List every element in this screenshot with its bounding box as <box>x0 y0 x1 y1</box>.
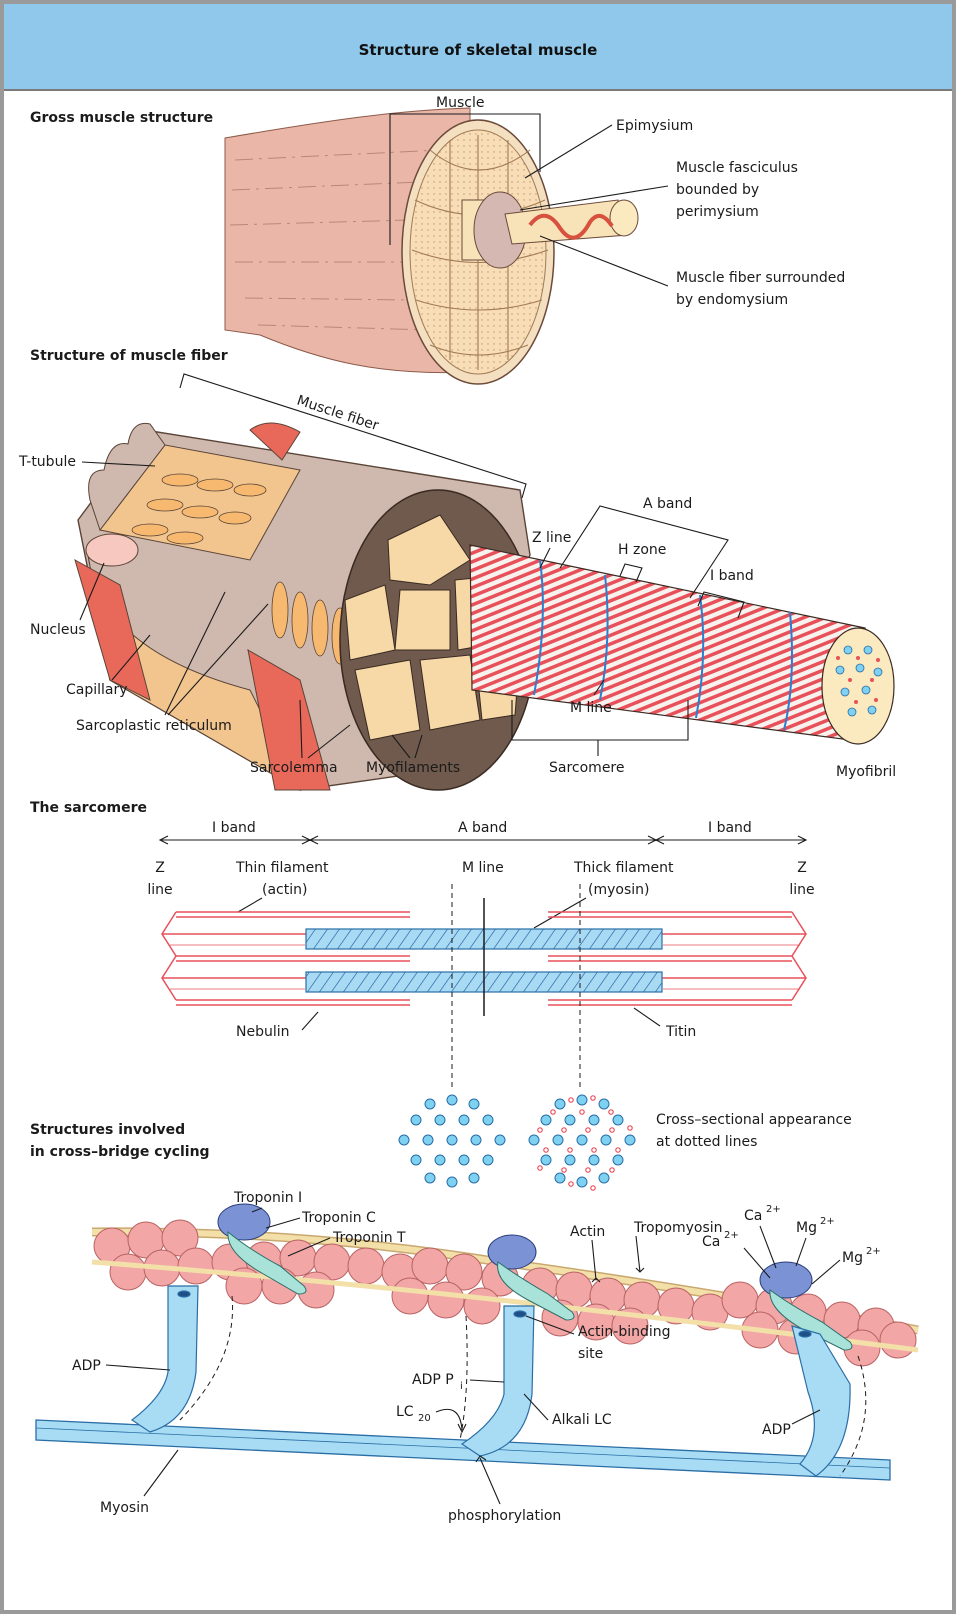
fiber-heading: Structure of muscle fiber <box>30 348 228 364</box>
label-i-band-left: I band <box>212 820 256 836</box>
label-i-band: I band <box>710 568 754 584</box>
label-t-tubule: T-tubule <box>18 454 76 470</box>
label-ca-1-charge: 2+ <box>766 1204 781 1215</box>
label-i-band-right: I band <box>708 820 752 836</box>
label-a-band-sarc: A band <box>458 820 507 836</box>
cross-section-overlap <box>529 1095 635 1190</box>
label-troponin-i: Troponin I <box>233 1190 302 1206</box>
label-fasciculus-1: Muscle fasciculus <box>676 160 798 176</box>
label-mg-1-charge: 2+ <box>820 1216 835 1227</box>
myosin-head-1 <box>132 1286 198 1432</box>
crossbridge-heading-1: Structures involved <box>30 1122 185 1138</box>
label-line-right: line <box>789 882 814 898</box>
myofibril-cylinder <box>470 545 865 742</box>
label-sarcomere: Sarcomere <box>549 760 625 776</box>
label-mg-2-charge: 2+ <box>866 1246 881 1257</box>
label-nebulin: Nebulin <box>236 1024 290 1040</box>
label-troponin-t: Troponin T <box>332 1230 406 1246</box>
label-fiber-2: by endomysium <box>676 292 788 308</box>
label-fasciculus-3: perimysium <box>676 204 759 220</box>
label-ca-2-charge: 2+ <box>724 1230 739 1241</box>
label-troponin-c: Troponin C <box>301 1210 376 1226</box>
label-lc20-sub: 20 <box>418 1413 431 1424</box>
label-fiber-1: Muscle fiber surrounded <box>676 270 845 286</box>
nucleus-shape <box>86 534 138 566</box>
label-muscle: Muscle <box>436 95 484 111</box>
label-titin: Titin <box>665 1024 696 1040</box>
label-adp-pi: ADP P <box>412 1372 454 1388</box>
label-alkali-lc: Alkali LC <box>552 1412 612 1428</box>
label-actin-binding-1: Actin-binding <box>578 1324 671 1340</box>
label-myofibril: Myofibril <box>836 764 896 780</box>
label-m-line: M line <box>570 700 612 716</box>
label-ca-2: Ca <box>702 1234 720 1250</box>
label-h-zone: H zone <box>618 542 666 558</box>
label-m-line-sarc: M line <box>462 860 504 876</box>
label-nucleus: Nucleus <box>30 622 86 638</box>
label-cross-1: Cross–sectional appearance <box>656 1112 852 1128</box>
label-capillary: Capillary <box>66 682 128 698</box>
label-actin: Actin <box>570 1224 605 1240</box>
label-mg-1: Mg <box>796 1220 817 1236</box>
label-epimysium: Epimysium <box>616 118 693 134</box>
label-thick-1: Thick filament <box>573 860 674 876</box>
label-myosin: Myosin <box>100 1500 149 1516</box>
label-cross-2: at dotted lines <box>656 1134 757 1150</box>
label-myofilaments: Myofilaments <box>366 760 460 776</box>
label-mg-2: Mg <box>842 1250 863 1266</box>
label-z-line: Z line <box>532 530 571 546</box>
myosin-head-2 <box>462 1306 534 1456</box>
label-adp-3: ADP <box>762 1422 791 1438</box>
gross-heading: Gross muscle structure <box>30 110 213 126</box>
label-z-left: Z <box>155 860 165 876</box>
label-sarco-reticulum: Sarcoplastic reticulum <box>76 718 232 734</box>
label-a-band: A band <box>643 496 692 512</box>
label-ca-1: Ca <box>744 1208 762 1224</box>
label-pi-sub: i <box>460 1381 463 1392</box>
label-phosphorylation: phosphorylation <box>448 1508 561 1524</box>
label-fasciculus-2: bounded by <box>676 182 759 198</box>
label-thin-1: Thin filament <box>235 860 329 876</box>
crossbridge-heading-2: in cross–bridge cycling <box>30 1144 210 1160</box>
muscle-fiber-section: Structure of muscle fiber Muscle fiber <box>18 348 896 790</box>
label-sarcolemma: Sarcolemma <box>250 760 338 776</box>
label-thick-2: (myosin) <box>588 882 649 898</box>
label-z-right: Z <box>797 860 807 876</box>
label-lc20: LC <box>396 1404 414 1420</box>
label-line-left: line <box>147 882 172 898</box>
band-arrows <box>160 836 806 844</box>
label-actin-binding-2: site <box>578 1346 603 1362</box>
label-thin-2: (actin) <box>262 882 307 898</box>
cross-section-thick <box>399 1095 505 1187</box>
gross-muscle-section: Gross muscle structure Muscle Epimysium … <box>30 95 845 384</box>
label-adp-1: ADP <box>72 1358 101 1374</box>
sarcomere-heading: The sarcomere <box>30 800 147 816</box>
